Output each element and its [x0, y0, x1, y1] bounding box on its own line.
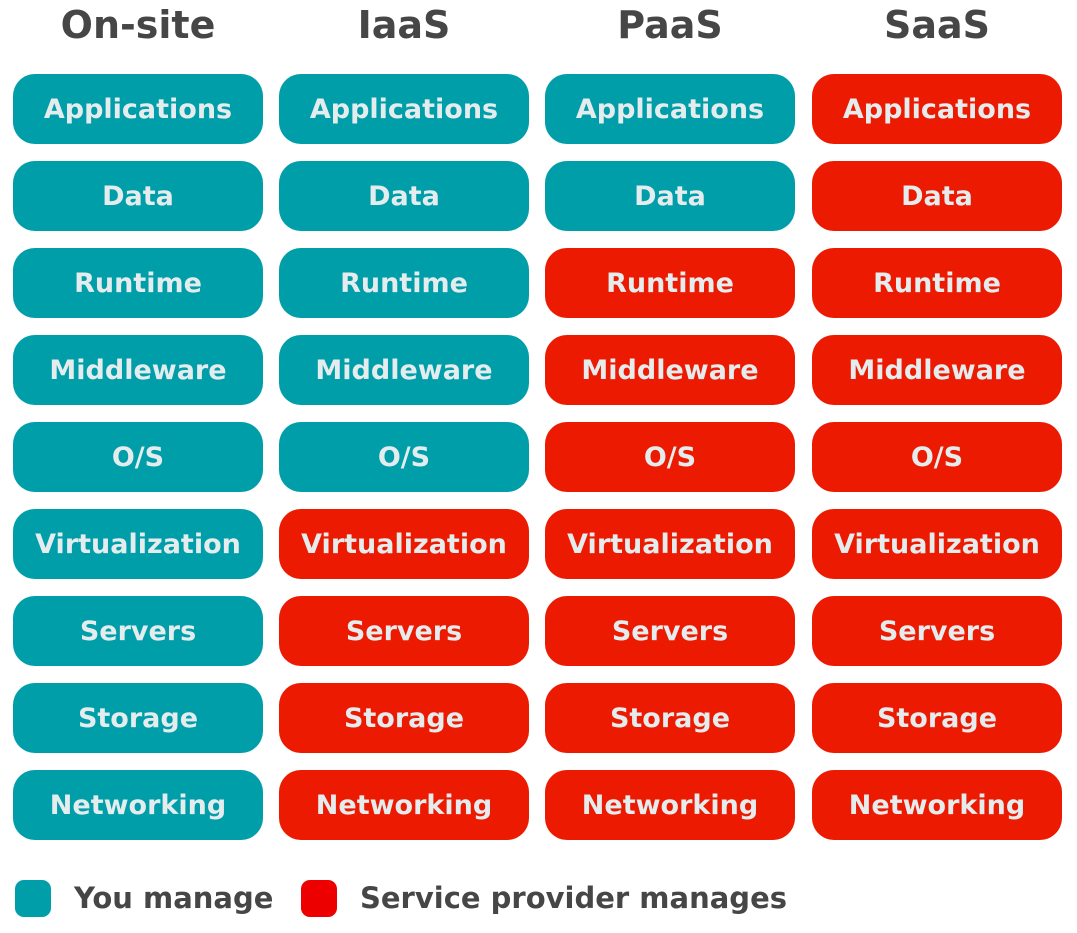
layer-cell-you-manage: Servers — [13, 596, 263, 666]
layer-cell-you-manage: Applications — [13, 74, 263, 144]
layer-cell-you-manage: Data — [13, 161, 263, 231]
layer-cell-provider-managed: Storage — [279, 683, 529, 753]
layer-cell-you-manage: Data — [545, 161, 795, 231]
legend-swatch-you-manage — [15, 880, 51, 917]
layer-cell-you-manage: O/S — [13, 422, 263, 492]
layer-cell-provider-managed: Storage — [545, 683, 795, 753]
layer-cell-provider-managed: Networking — [545, 770, 795, 840]
column-title: IaaS — [357, 3, 451, 47]
legend-label-provider-manages: Service provider manages — [360, 881, 787, 915]
layer-cell-provider-managed: Virtualization — [812, 509, 1062, 579]
column-title: PaaS — [617, 3, 723, 47]
layer-cell-you-manage: Middleware — [279, 335, 529, 405]
layer-cell-you-manage: Storage — [13, 683, 263, 753]
layer-cell-you-manage: Applications — [279, 74, 529, 144]
layer-cell-you-manage: Middleware — [13, 335, 263, 405]
legend-label-you-manage: You manage — [74, 881, 274, 915]
layer-cell-provider-managed: Storage — [812, 683, 1062, 753]
layer-cell-provider-managed: Runtime — [812, 248, 1062, 318]
layer-cell-you-manage: O/S — [279, 422, 529, 492]
legend-swatch-provider-manages — [301, 880, 337, 917]
layer-cell-you-manage: Applications — [545, 74, 795, 144]
layer-cell-provider-managed: O/S — [545, 422, 795, 492]
layer-cell-you-manage: Runtime — [13, 248, 263, 318]
layer-cell-provider-managed: Middleware — [545, 335, 795, 405]
layer-cell-you-manage: Data — [279, 161, 529, 231]
layer-cell-provider-managed: O/S — [812, 422, 1062, 492]
layer-cell-you-manage: Virtualization — [13, 509, 263, 579]
layer-cell-provider-managed: Virtualization — [279, 509, 529, 579]
layer-cell-provider-managed: Data — [812, 161, 1062, 231]
layer-cell-provider-managed: Applications — [812, 74, 1062, 144]
column-title: SaaS — [883, 3, 991, 47]
layer-cell-provider-managed: Servers — [545, 596, 795, 666]
layer-cell-provider-managed: Runtime — [545, 248, 795, 318]
column-title: On-site — [60, 3, 216, 47]
layer-cell-provider-managed: Networking — [279, 770, 529, 840]
layer-cell-provider-managed: Virtualization — [545, 509, 795, 579]
layer-cell-provider-managed: Servers — [812, 596, 1062, 666]
layer-cell-you-manage: Runtime — [279, 248, 529, 318]
layer-cell-provider-managed: Servers — [279, 596, 529, 666]
layer-cell-you-manage: Networking — [13, 770, 263, 840]
layer-cell-provider-managed: Middleware — [812, 335, 1062, 405]
layer-cell-provider-managed: Networking — [812, 770, 1062, 840]
